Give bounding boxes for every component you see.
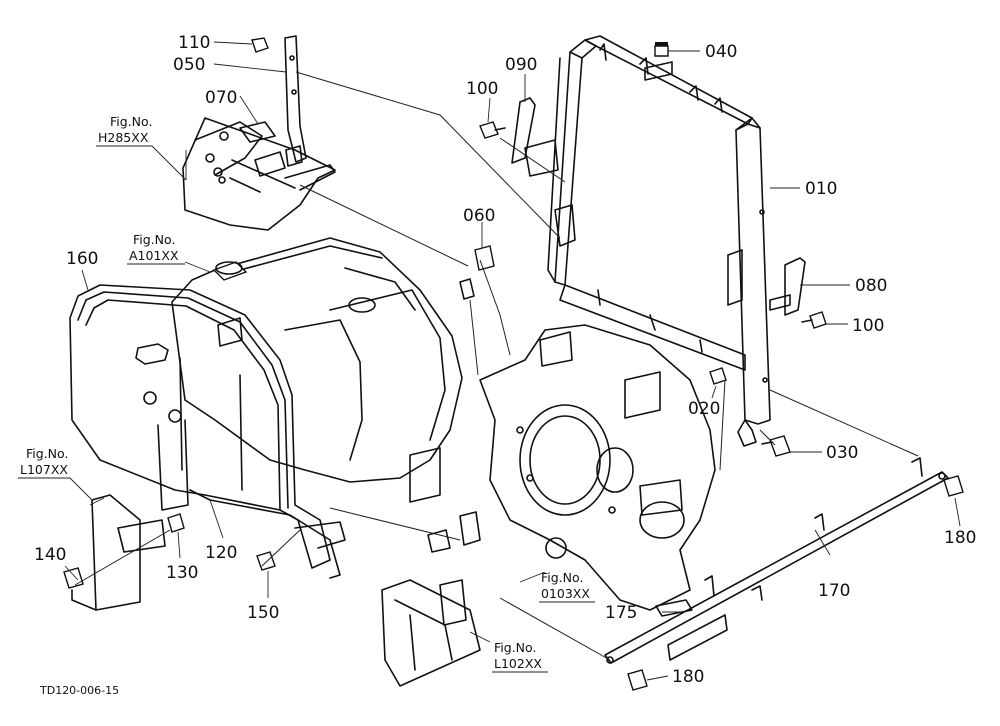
fuel-tank-part bbox=[171, 237, 463, 503]
fig-ref-a101-line1: Fig.No. bbox=[133, 232, 175, 247]
fig-ref-h285-line1: Fig.No. bbox=[110, 114, 152, 129]
collar-060-part bbox=[459, 245, 495, 300]
fig-ref-a101-line2: A101XX bbox=[129, 248, 179, 263]
bolt-150-part bbox=[256, 551, 276, 571]
bolt-130-part bbox=[167, 513, 185, 533]
bolt-140-part bbox=[63, 567, 84, 589]
leader-lines bbox=[64, 41, 961, 681]
callout-040: 040 bbox=[705, 42, 737, 62]
plate-175-part bbox=[655, 599, 693, 617]
callout-070: 070 bbox=[205, 88, 237, 108]
callout-100-upper: 100 bbox=[466, 79, 498, 99]
callout-150: 150 bbox=[247, 603, 279, 623]
fig-ref-h285-line2: H285XX bbox=[98, 130, 149, 145]
fig-ref-l107-line2: L107XX bbox=[20, 462, 68, 477]
callout-130: 130 bbox=[166, 563, 198, 583]
bracket-l107-part bbox=[71, 494, 166, 611]
flywheel-housing-part bbox=[479, 324, 716, 611]
callout-160: 160 bbox=[66, 249, 98, 269]
bolt-100b-part bbox=[801, 311, 827, 329]
callout-170: 170 bbox=[818, 581, 850, 601]
drawing-code: TD120-006-15 bbox=[39, 684, 119, 697]
bolt-100a-part bbox=[479, 121, 506, 139]
bracket-090-part bbox=[511, 97, 559, 177]
callout-060: 060 bbox=[463, 206, 495, 226]
fig-ref-l102-line1: Fig.No. bbox=[494, 640, 536, 655]
fig-ref-l102-line2: L102XX bbox=[494, 656, 542, 671]
rubber-cap-part bbox=[644, 42, 673, 81]
valve-block-part bbox=[182, 117, 336, 231]
fig-ref-l107-line1: Fig.No. bbox=[26, 446, 68, 461]
bolt-020-part bbox=[709, 367, 727, 385]
callout-120: 120 bbox=[205, 543, 237, 563]
callout-020: 020 bbox=[688, 399, 720, 419]
bracket-080-part bbox=[769, 257, 806, 316]
callout-080: 080 bbox=[855, 276, 887, 296]
callout-010: 010 bbox=[805, 179, 837, 199]
fig-ref-0103-line2: 0103XX bbox=[541, 586, 590, 601]
callout-labels: 110 050 070 090 040 100 010 060 080 100 … bbox=[34, 33, 976, 687]
callout-110: 110 bbox=[178, 33, 210, 53]
band-120-part bbox=[189, 489, 346, 579]
callout-180-right: 180 bbox=[944, 528, 976, 548]
stay-050-part bbox=[284, 35, 307, 167]
figure-references: Fig.No. H285XX Fig.No. A101XX Fig.No. L1… bbox=[18, 114, 595, 673]
callout-030: 030 bbox=[826, 443, 858, 463]
callout-050: 050 bbox=[173, 55, 205, 75]
callout-140: 140 bbox=[34, 545, 66, 565]
bolt-110-part bbox=[251, 37, 269, 53]
bolt-030-part bbox=[761, 435, 791, 457]
callout-180-bottom: 180 bbox=[672, 667, 704, 687]
radiator-frame-part bbox=[547, 35, 771, 447]
callout-175: 175 bbox=[605, 603, 637, 623]
bolt-180b-part bbox=[627, 669, 648, 691]
tank-cover-part bbox=[69, 284, 331, 569]
callout-100-lower: 100 bbox=[852, 316, 884, 336]
callout-090: 090 bbox=[505, 55, 537, 75]
frame-l102-part bbox=[381, 511, 481, 687]
rod-170-part bbox=[604, 457, 949, 664]
bolt-180a-part bbox=[943, 475, 964, 497]
fig-ref-0103-line1: Fig.No. bbox=[541, 570, 583, 585]
